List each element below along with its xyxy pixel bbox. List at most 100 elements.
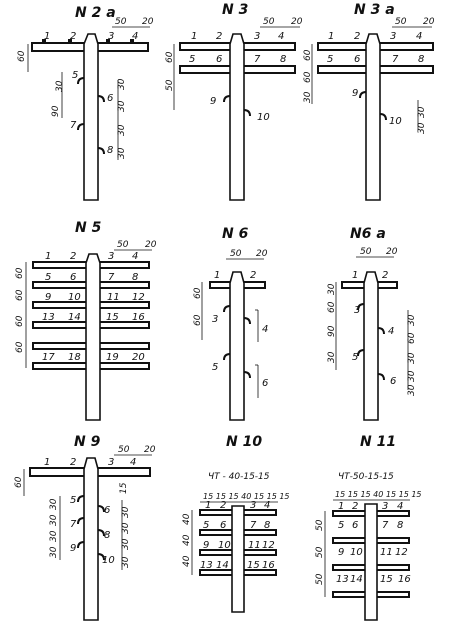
wire-label: 1	[45, 251, 51, 262]
dim-label: 50	[117, 240, 129, 250]
wire-label: 7	[70, 519, 77, 530]
wire-label: 16	[262, 560, 275, 571]
dim-label: 60	[15, 315, 25, 327]
wire-label: 4	[132, 251, 138, 262]
wire-label: 3	[390, 31, 396, 42]
wire-label: 6	[107, 93, 113, 104]
wire-label: 2	[250, 270, 256, 281]
dim-label: 30	[327, 351, 337, 363]
dim-label: 30	[303, 91, 313, 103]
wire-label: 5	[212, 362, 218, 373]
dim-label: 30	[417, 122, 427, 134]
wire-label: 20	[132, 352, 145, 363]
dim-label: 50	[315, 546, 325, 558]
panel-title: N 10	[226, 434, 262, 450]
dim-label: 20	[291, 17, 303, 27]
dim-label: 30	[407, 352, 417, 364]
dim-label: 20	[256, 249, 268, 259]
wire-label: 16	[398, 574, 411, 585]
wire-label: 2	[382, 270, 388, 281]
wire-label: 14	[216, 560, 229, 571]
panel-n11: N 11 ЧТ-50-15-15 15 15 15 40 15 15 15 1 …	[315, 434, 422, 621]
dim-label: 30	[49, 546, 59, 558]
wire-label: 4	[262, 324, 268, 335]
wire-label: 4	[416, 31, 422, 42]
wire-label: 8	[264, 520, 270, 531]
panel-title: N 2 a	[75, 5, 116, 21]
dim-label: 60	[15, 289, 25, 301]
dim-label: 30	[407, 384, 417, 396]
dim-label: 50	[165, 79, 175, 91]
panel-n10: N 10 ЧТ - 40-15-15 15 15 15 40 15 15 15 …	[182, 434, 290, 613]
wire-label: 4	[264, 500, 270, 511]
wire-label: 6	[104, 505, 110, 516]
dim-label: 50	[315, 519, 325, 531]
dim-label: 60	[303, 49, 313, 61]
wire-label: 7	[254, 54, 261, 65]
dim-label: 30	[49, 530, 59, 542]
dim-label: 60	[407, 332, 417, 344]
dim-label: 30	[121, 538, 131, 550]
wire-label: 10	[257, 112, 270, 123]
wire-label: 3	[108, 457, 114, 468]
wire-label: 1	[328, 31, 334, 42]
wire-label: 5	[70, 495, 76, 506]
dim-label: 50	[360, 247, 372, 257]
wire-label: 9	[352, 88, 358, 99]
wire-label: 3	[254, 31, 260, 42]
dim-label: 90	[327, 325, 337, 337]
dim-label: 60	[15, 341, 25, 353]
panel-n6a: N6 a 50 20 1 2 3 4 5 6 30 60 90 30 30 60…	[327, 226, 417, 421]
dim-label: 15 15 15 40 15 15 15	[335, 490, 422, 499]
wire-label: 8	[104, 530, 110, 541]
pole	[83, 457, 99, 621]
wire-label: 9	[203, 540, 209, 551]
dim-label: 40	[182, 555, 192, 567]
dim-label: 15	[119, 482, 129, 494]
panel-title: N 3 a	[354, 2, 395, 18]
dim-label: 50	[230, 249, 242, 259]
dim-label: 30	[117, 78, 127, 90]
dim-label: 50	[263, 17, 275, 27]
wire-label: 2	[70, 251, 76, 262]
wire-label: 12	[262, 540, 275, 551]
wire-label: 17	[42, 352, 55, 363]
dim-label: 30	[121, 506, 131, 518]
panel-n3: N 3 50 20 1 2 3 4 5 6 7 8 9 10 60 50	[165, 2, 303, 201]
dim-label: 20	[145, 240, 157, 250]
wire-label: 3	[108, 31, 114, 42]
wire-label: 14	[350, 574, 363, 585]
wire-label: 10	[350, 547, 363, 558]
wire-label: 1	[338, 501, 344, 512]
wire-label: 6	[390, 376, 396, 387]
dim-label: 60	[165, 51, 175, 63]
wire-label: 5	[203, 520, 209, 531]
dim-label: 40	[182, 513, 192, 525]
wire-label: 4	[388, 326, 394, 337]
dim-label: 60	[303, 71, 313, 83]
wire-label: 15	[247, 560, 260, 571]
dim-label: 30	[407, 314, 417, 326]
dim-label: 30	[117, 100, 127, 112]
wire-label: 10	[68, 292, 81, 303]
dim-label: 30	[49, 498, 59, 510]
pole	[229, 271, 245, 421]
wire-label: 5	[45, 272, 51, 283]
wire-label: 10	[102, 555, 115, 566]
wire-label: 6	[262, 378, 268, 389]
dim-label: 60	[193, 314, 203, 326]
wire-label: 1	[205, 500, 211, 511]
wire-label: 1	[44, 31, 50, 42]
dim-label: 60	[17, 50, 27, 62]
wire-label: 16	[132, 312, 145, 323]
wire-label: 2	[352, 501, 358, 512]
wire-label: 11	[248, 540, 261, 551]
dim-label: 30	[327, 283, 337, 295]
wire-label: 1	[191, 31, 197, 42]
wire-label: 5	[327, 54, 333, 65]
wire-label: 1	[44, 457, 50, 468]
panel-n6: N 6 50 20 1 2 3 4 5 6 60 60	[193, 226, 268, 421]
pole	[365, 33, 381, 201]
wire-label: 8	[280, 54, 286, 65]
